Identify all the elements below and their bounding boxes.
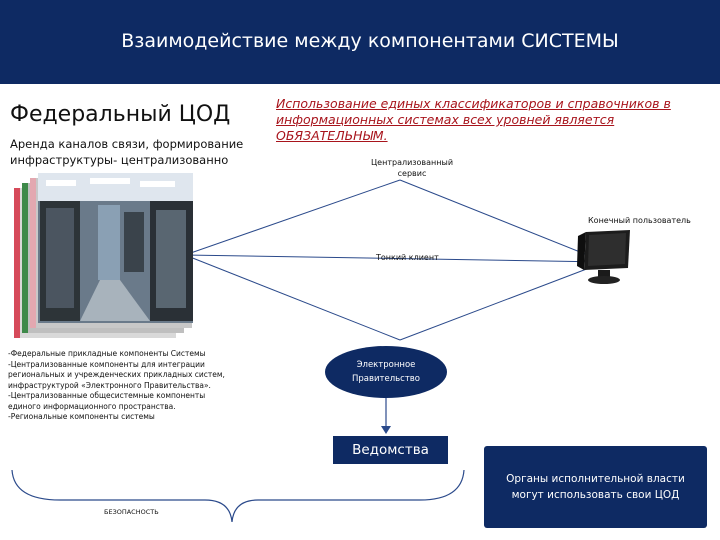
component-line: инфраструктурой «Электронного Правительс… bbox=[8, 380, 211, 390]
egov-line: Электронное bbox=[356, 360, 416, 370]
components-list: -Федеральные прикладные компоненты Систе… bbox=[8, 349, 258, 423]
server-room-image bbox=[38, 173, 193, 323]
component-line: -Централизованные общесистемные компонен… bbox=[8, 391, 206, 400]
thin-client-label: Тонкий клиент bbox=[376, 253, 439, 262]
notice-line: информационных системах всех уровней явл… bbox=[276, 112, 615, 127]
component-line: -Региональные компоненты системы bbox=[8, 412, 155, 421]
component-line: региональных и учрежденческих прикладных… bbox=[8, 370, 225, 379]
federal-dc-subtitle: Аренда каналов связи, формирование инфра… bbox=[10, 136, 270, 168]
executive-authorities-box: Органы исполнительной власти могут испол… bbox=[484, 446, 707, 528]
notice-line: Использование единых классификаторов и с… bbox=[276, 96, 671, 111]
mandatory-notice: Использование единых классификаторов и с… bbox=[276, 96, 706, 144]
egov-line: Правительство bbox=[352, 374, 420, 384]
datacenter-photo-stack bbox=[14, 173, 193, 338]
central-service-line: сервис bbox=[397, 169, 427, 178]
component-line: -Федеральные прикладные компоненты Систе… bbox=[8, 349, 206, 358]
federal-dc-subtitle-line: инфраструктуры- централизованно bbox=[10, 153, 229, 167]
organs-line: Органы исполнительной власти bbox=[506, 473, 685, 485]
notice-line: ОБЯЗАТЕЛЬНЫМ. bbox=[276, 128, 388, 143]
end-user-label: Конечный пользователь bbox=[588, 216, 691, 225]
monitor-icon bbox=[577, 230, 630, 284]
vedomstva-node: Ведомства bbox=[333, 436, 448, 464]
component-line: единого информационного пространства. bbox=[8, 401, 176, 411]
security-label: БЕЗОПАСНОСТЬ bbox=[104, 508, 159, 516]
central-service-line: Централизованный bbox=[370, 158, 454, 167]
central-service-label: Централизованный сервис bbox=[370, 157, 454, 179]
federal-dc-title: Федеральный ЦОД bbox=[10, 102, 231, 127]
federal-dc-subtitle-line: Аренда каналов связи, формирование bbox=[10, 137, 244, 151]
component-line: -Централизованные компоненты для интегра… bbox=[8, 359, 205, 369]
organs-line: могут использовать свои ЦОД bbox=[511, 489, 680, 501]
header-bar: Взаимодействие между компонентами СИСТЕМ… bbox=[0, 0, 720, 84]
egov-node: Электронное Правительство bbox=[325, 346, 447, 398]
slide-title: Взаимодействие между компонентами СИСТЕМ… bbox=[121, 30, 619, 52]
security-brace bbox=[11, 469, 465, 523]
